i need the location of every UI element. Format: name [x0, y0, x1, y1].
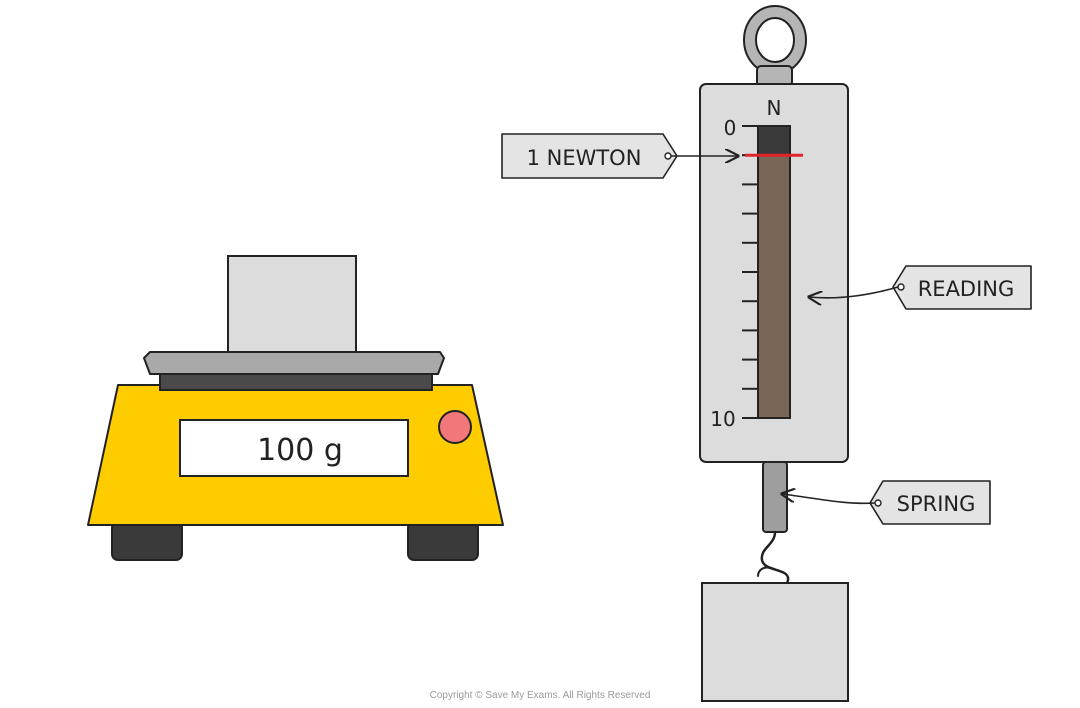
label-reading-hole [897, 283, 905, 291]
scale-display-reading: 100 g [257, 433, 343, 468]
meter-ring-hole [755, 17, 795, 63]
label-spring-text: SPRING [897, 492, 976, 516]
meter-scale-max-label: 10 [710, 407, 735, 431]
scale-right-foot [407, 521, 479, 561]
spring-rod [762, 461, 788, 533]
scale-pan [143, 351, 445, 375]
label-reading-tag [892, 265, 1032, 310]
hanging-weight [701, 582, 849, 702]
label-spring-arrow [782, 494, 876, 505]
label-one-newton-tag [501, 133, 678, 179]
meter-scale-ticks [742, 125, 758, 419]
hook [760, 530, 790, 590]
label-spring: SPRING [782, 480, 991, 525]
meter-scale-min-label: 0 [724, 116, 737, 140]
digital-scale: 100 g [87, 255, 504, 561]
scale-button [438, 410, 472, 444]
label-reading: READING [809, 265, 1032, 310]
mass-block [227, 255, 357, 353]
label-one-newton: 1 NEWTON [501, 133, 738, 179]
meter-unit-label: N [767, 96, 782, 120]
meter-tube-top [757, 125, 791, 156]
label-spring-tag [869, 480, 991, 525]
scale-left-foot [111, 521, 183, 561]
copyright-notice: Copyright © Save My Exams. All Rights Re… [429, 690, 651, 701]
label-one-newton-hole [664, 152, 672, 160]
meter-tube [757, 125, 791, 419]
newton-meter: N 0 10 [699, 5, 849, 702]
label-one-newton-text: 1 NEWTON [527, 146, 642, 170]
label-reading-arrow [809, 286, 899, 298]
label-reading-text: READING [918, 277, 1015, 301]
scale-display [179, 419, 409, 477]
hook-tip [757, 566, 771, 577]
label-spring-hole [874, 499, 882, 507]
